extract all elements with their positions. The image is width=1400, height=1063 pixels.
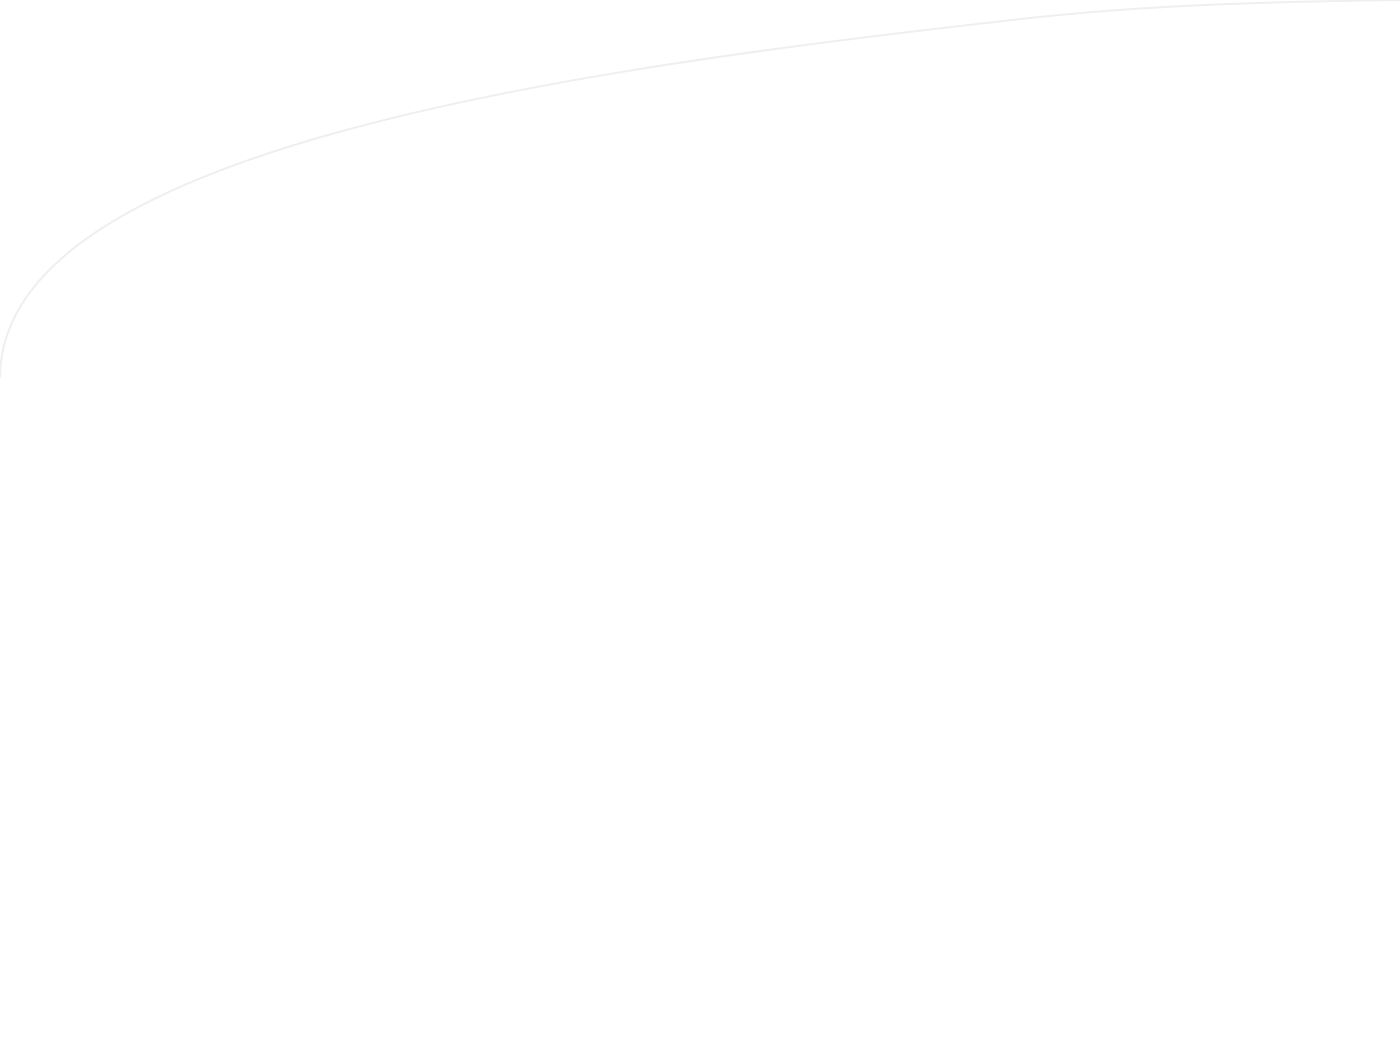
curve-stroke [0, 0, 1400, 379]
curve-fill [0, 0, 1400, 378]
